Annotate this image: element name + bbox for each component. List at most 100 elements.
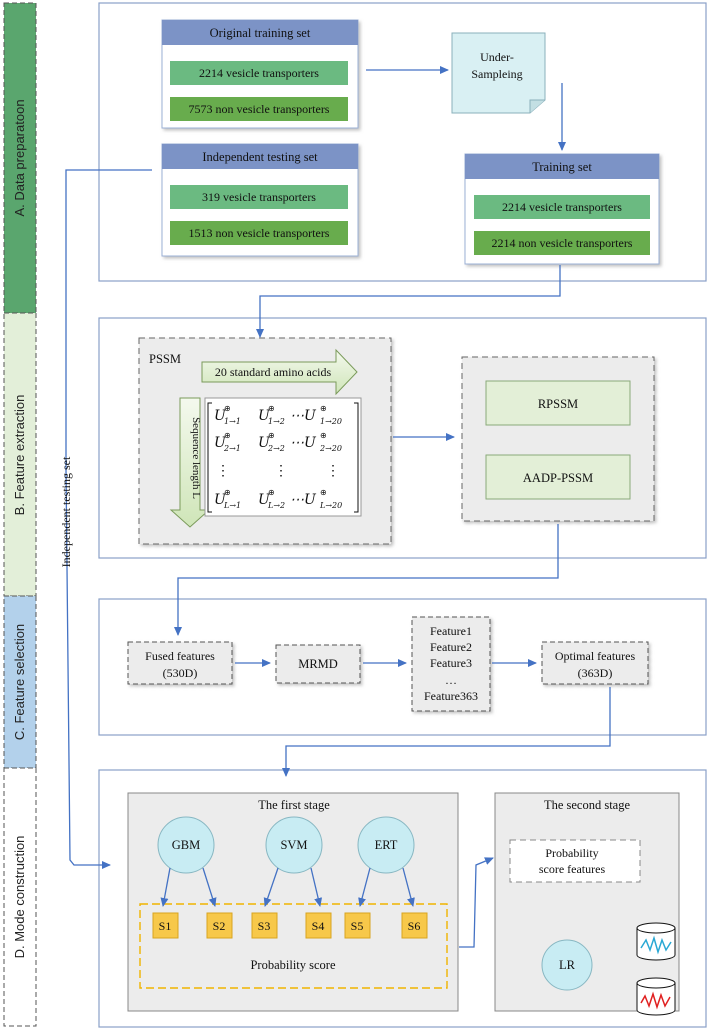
score-boxes (152, 912, 428, 939)
undersample-line-2: Sampleing (471, 67, 522, 81)
training-item-1-box (474, 195, 650, 219)
score-s2: S2 (213, 919, 226, 933)
lr-label: LR (559, 958, 576, 972)
gbm-label: GBM (172, 838, 200, 852)
svg-text:⋮: ⋮ (274, 464, 288, 479)
training-item-2-box (474, 231, 650, 255)
mrmd-label: MRMD (298, 657, 338, 671)
original-training-title: Original training set (210, 26, 311, 40)
prob-score-group (139, 903, 448, 989)
output-cylinder-red (636, 977, 676, 1016)
section-label-c: C. Feature selection (12, 624, 27, 740)
svg-text:L→1: L→1 (223, 501, 241, 510)
section-label-a: A. Data preparatoon (12, 99, 27, 216)
fused-line-2: (530D) (163, 666, 198, 680)
svg-text:⋮: ⋮ (326, 464, 340, 479)
svg-text:2→1: 2→1 (223, 444, 241, 453)
arrows-c (235, 659, 611, 777)
svg-text:2→20: 2→20 (319, 444, 342, 453)
lr-node (541, 939, 593, 991)
training-set-title: Training set (532, 160, 592, 174)
training-item-2: 2214 non vesicle transporters (492, 236, 633, 250)
svg-text:U: U (258, 408, 271, 424)
score-s6: S6 (408, 919, 421, 933)
svg-text:L→20: L→20 (319, 501, 342, 510)
independent-item-1-box (170, 185, 348, 209)
svg-text:⊕: ⊕ (320, 404, 327, 413)
svg-text:U: U (214, 435, 227, 451)
original-item-2-box (170, 97, 348, 121)
prob-score-label: Probability score (250, 958, 336, 972)
undersample-node (451, 32, 546, 114)
svg-text:⊕: ⊕ (224, 488, 231, 497)
independent-item-2-box (170, 221, 348, 245)
prob-features-line-1: Probability (545, 846, 598, 860)
section-strip-d: D. Mode construction (3, 767, 37, 1027)
svm-label: SVM (280, 838, 307, 852)
pssm-label: PSSM (149, 352, 181, 366)
section-strip-c: C. Feature selection (3, 595, 37, 769)
rpssm-box (485, 380, 631, 426)
ert-node (357, 816, 415, 874)
section-strip-b: B. Feature extraction (3, 312, 37, 597)
seqlen-arrow (169, 397, 211, 528)
independent-item-2: 1513 non vesicle transporters (189, 226, 330, 240)
seqlen-label: Sequence length L (190, 417, 202, 499)
svg-text:U: U (258, 492, 271, 508)
svg-text:⋯U: ⋯U (290, 408, 317, 424)
feature-item-1: Feature1 (430, 624, 472, 638)
aadp-label: AADP-PSSM (523, 471, 593, 485)
svg-text:⋮: ⋮ (216, 464, 230, 479)
score-s1: S1 (159, 919, 172, 933)
svg-text:⊕: ⊕ (268, 431, 275, 440)
feature-item-5: Feature363 (424, 689, 478, 703)
first-stage-title: The first stage (258, 798, 330, 812)
feature-item-4: … (445, 673, 457, 687)
score-s5: S5 (351, 919, 364, 933)
feature-item-2: Feature2 (430, 640, 472, 654)
features-list-box (411, 616, 491, 712)
amino-arrow (201, 348, 358, 396)
svg-text:U: U (214, 408, 227, 424)
mrmd-box (275, 644, 361, 684)
original-item-2: 7573 non vesicle transporters (189, 102, 330, 116)
section-label-d: D. Mode construction (12, 836, 27, 959)
independent-testing-title: Independent testing set (202, 150, 318, 164)
amino-label: 20 standard amino acids (215, 365, 332, 379)
svg-text:U: U (214, 492, 227, 508)
matrix-row-1: U ⊕ 1→1 U ⊕ 1→2 ⋯U ⊕ 1→20 (214, 404, 342, 426)
original-item-1: 2214 vesicle transporters (199, 66, 319, 80)
matrix-row-3: ⋮ ⋮ ⋮ (216, 464, 340, 479)
ert-label: ERT (375, 838, 398, 852)
original-item-1-box (170, 61, 348, 85)
arrows-a (65, 66, 566, 869)
independent-item-1: 319 vesicle transporters (202, 190, 316, 204)
prob-features-line-2: score features (539, 862, 606, 876)
training-item-1: 2214 vesicle transporters (502, 200, 622, 214)
svg-text:1→1: 1→1 (224, 417, 241, 426)
svg-text:2→2: 2→2 (267, 444, 285, 453)
pssm-matrix (204, 397, 362, 517)
svg-text:1→20: 1→20 (320, 417, 342, 426)
svg-text:⊕: ⊕ (268, 488, 275, 497)
independent-testing-label: Independent testing set (59, 456, 73, 567)
second-stage-title: The second stage (544, 798, 631, 812)
svg-text:⊕: ⊕ (224, 404, 231, 413)
output-cylinder-blue (636, 922, 676, 961)
undersample-line-1: Under- (480, 50, 514, 64)
svm-node (265, 816, 323, 874)
svg-text:⊕: ⊕ (320, 488, 327, 497)
svg-text:⊕: ⊕ (268, 404, 275, 413)
svg-text:⊕: ⊕ (224, 431, 231, 440)
feature-item-3: Feature3 (430, 656, 472, 670)
fused-line-1: Fused features (145, 649, 215, 663)
section-label-b: B. Feature extraction (12, 395, 27, 516)
svg-text:⋯U: ⋯U (290, 435, 317, 451)
matrix-row-4: U ⊕ L→1 U ⊕ L→2 ⋯U ⊕ L→20 (214, 488, 342, 510)
score-s3: S3 (258, 919, 271, 933)
svg-text:L→2: L→2 (267, 501, 285, 510)
svg-text:1→2: 1→2 (268, 417, 285, 426)
optimal-line-2: (363D) (578, 666, 613, 680)
svg-text:⋯U: ⋯U (290, 492, 317, 508)
fused-box (127, 641, 233, 685)
